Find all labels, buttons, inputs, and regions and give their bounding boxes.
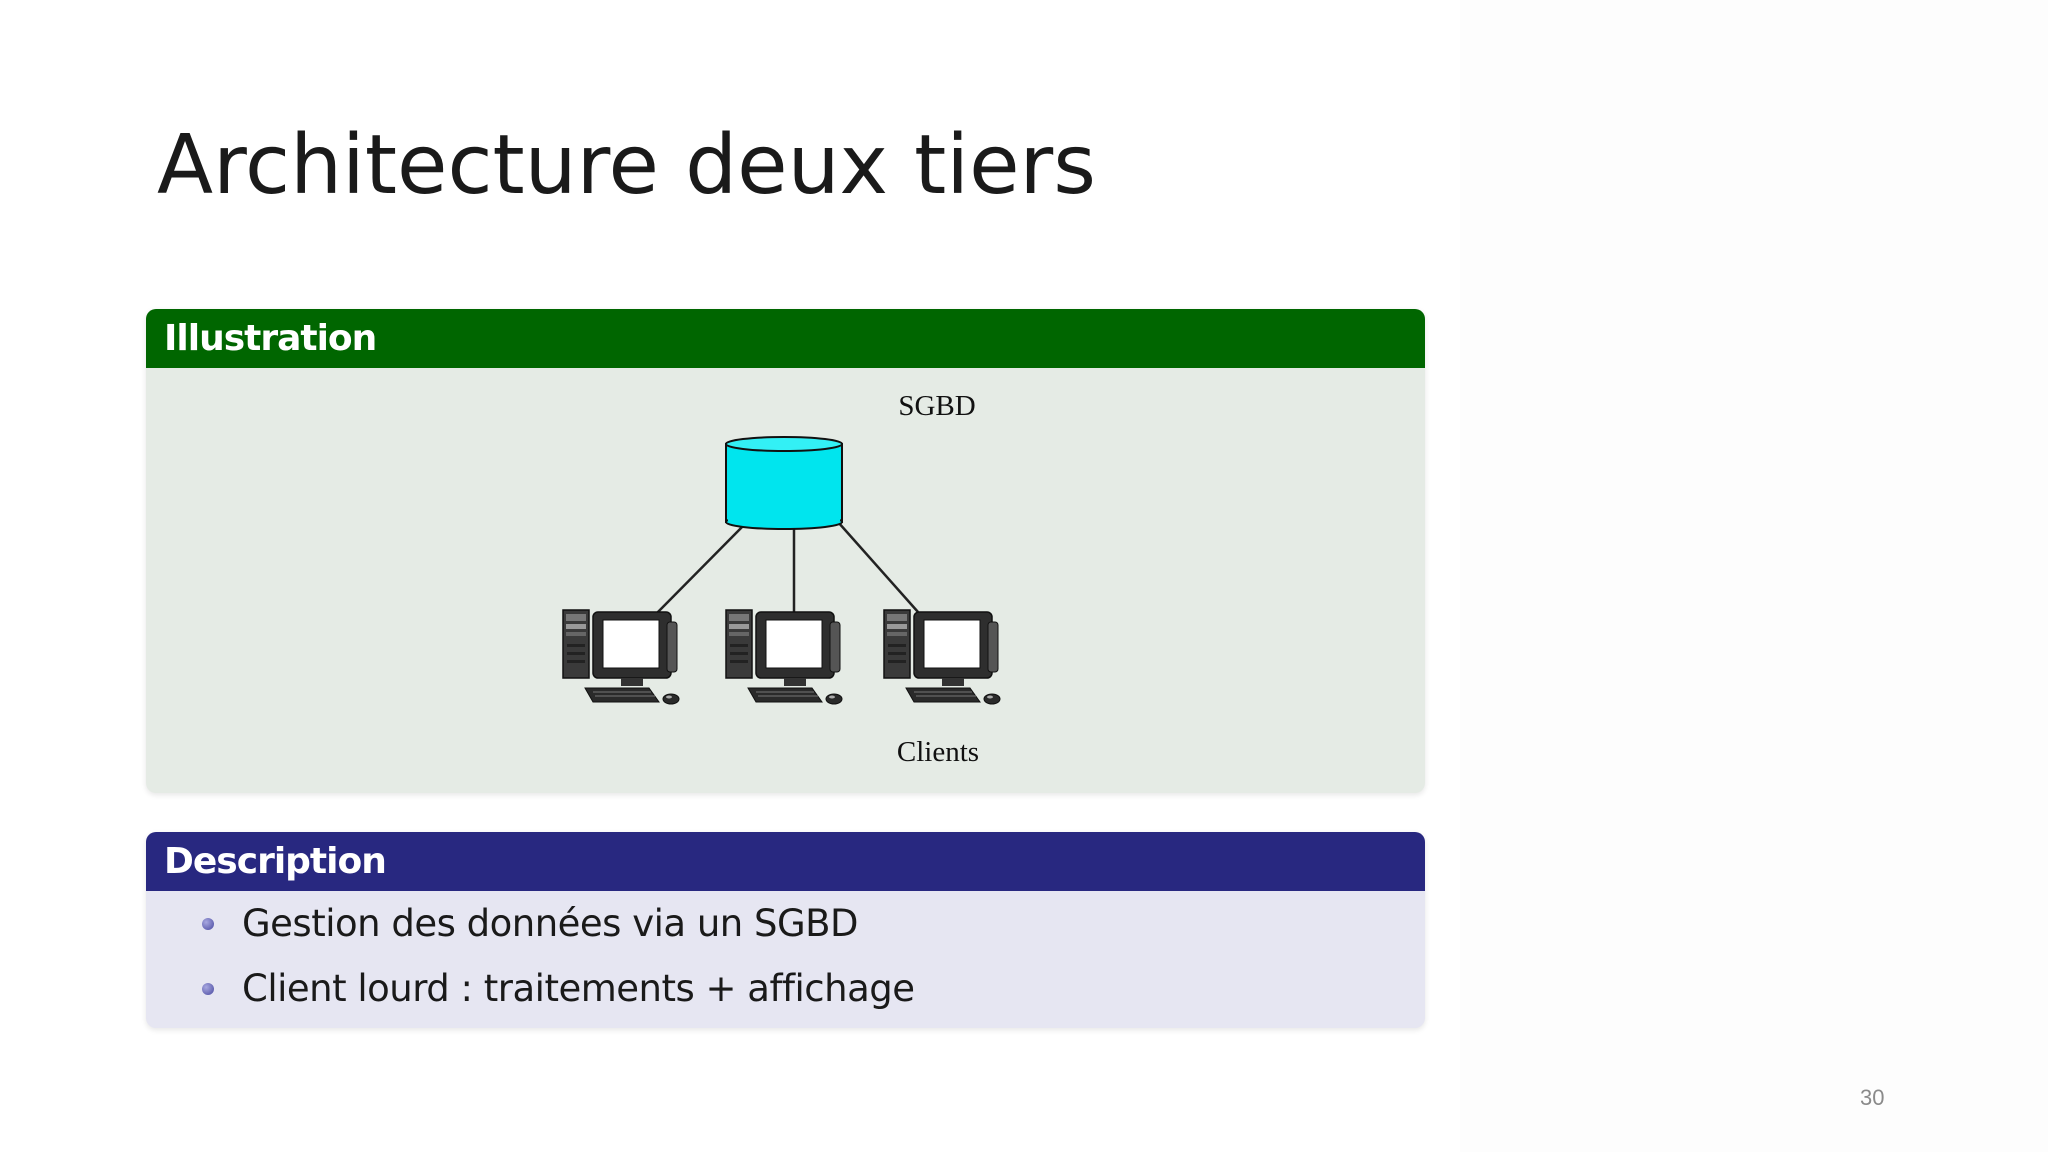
link-right xyxy=(837,521,919,613)
list-item: Gestion des données via un SGBD xyxy=(146,891,915,956)
bullet-icon xyxy=(202,983,214,995)
diagram-canvas xyxy=(562,436,1001,705)
illustration-block-header: Illustration xyxy=(146,309,1425,368)
list-item: Client lourd : traitements + affichage xyxy=(146,956,915,1021)
slide-background-shade xyxy=(1460,0,2048,1152)
illustration-block: Illustration xyxy=(146,309,1425,793)
server-label: SGBD xyxy=(898,390,976,422)
list-item-text: Client lourd : traitements + affichage xyxy=(242,967,915,1010)
link-left xyxy=(653,521,748,617)
description-block: Description Gestion des données via un S… xyxy=(146,832,1425,1028)
description-block-header: Description xyxy=(146,832,1425,891)
desktop-computer-icon xyxy=(562,609,680,705)
slide-title: Architecture deux tiers xyxy=(157,118,1096,213)
desktop-computer-icon xyxy=(725,609,843,705)
database-cylinder-icon xyxy=(725,436,843,530)
clients-label: Clients xyxy=(896,736,980,768)
desktop-computer-icon xyxy=(883,609,1001,705)
description-list: Gestion des données via un SGBD Client l… xyxy=(146,891,915,1021)
list-item-text: Gestion des données via un SGBD xyxy=(242,902,859,945)
client-server-diagram: SGBD Clients xyxy=(146,368,1425,793)
page-number: 30 xyxy=(1860,1085,1885,1110)
bullet-icon xyxy=(202,918,214,930)
